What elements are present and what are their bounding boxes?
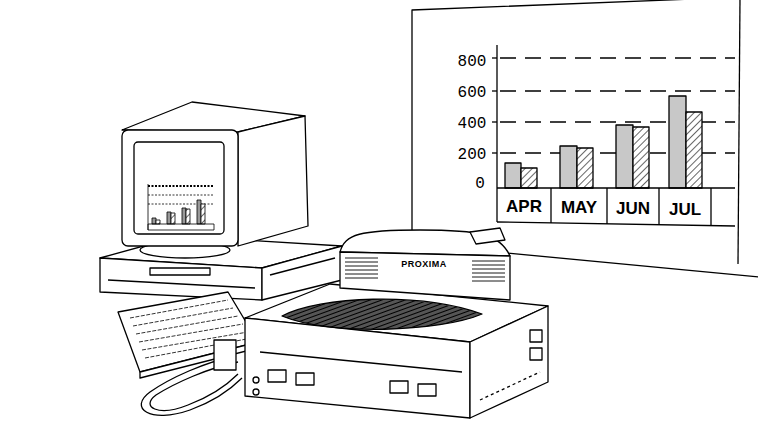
category-label: JUL xyxy=(669,201,701,218)
computer-base-part xyxy=(100,258,262,300)
monitor xyxy=(122,102,308,258)
projector-head-part-part xyxy=(472,281,505,282)
chart-grid-part xyxy=(492,90,497,91)
keyboard-part-part xyxy=(130,300,228,318)
chart-table xyxy=(497,188,735,226)
projector-head-part xyxy=(345,258,505,281)
chart-bars-part xyxy=(616,125,633,188)
projector-part xyxy=(282,299,482,329)
category-label: MAY xyxy=(561,199,597,216)
chart-bars xyxy=(505,96,702,188)
monitor-mini-chart-part xyxy=(148,184,149,230)
projector-part xyxy=(530,330,542,342)
axis-value: 200 xyxy=(458,147,487,163)
chart-grid-part xyxy=(492,152,497,153)
chart-bars-part xyxy=(686,112,702,188)
video-cable xyxy=(141,340,242,415)
category-label: JUN xyxy=(616,200,650,217)
chart-grid-part xyxy=(500,90,735,91)
projector-part xyxy=(253,389,259,395)
monitor-mini-chart-part xyxy=(201,204,205,224)
brand-label: PROXIMA xyxy=(399,260,449,269)
monitor-mini-chart-part xyxy=(156,220,160,224)
projector-head-part-part xyxy=(345,258,378,259)
monitor-mini-chart-part xyxy=(182,208,186,224)
projector-head-part-part xyxy=(472,265,505,266)
monitor-part xyxy=(238,116,308,246)
chart-bars-part xyxy=(505,163,521,188)
illustration-part xyxy=(100,0,758,418)
monitor-mini-chart-part xyxy=(148,185,214,187)
keyboard-part-part xyxy=(139,324,243,342)
chart-table-part xyxy=(497,187,735,189)
chart-table-part xyxy=(550,188,551,223)
projector-head-part-part xyxy=(472,261,505,262)
projector-part xyxy=(418,384,436,396)
chart-bars-part xyxy=(577,148,593,188)
monitor-mini-chart-part xyxy=(152,218,156,224)
axis-value: 800 xyxy=(458,54,487,70)
axis-value: 400 xyxy=(458,116,487,132)
keyboard-part-part xyxy=(133,308,233,326)
chart-bars-part xyxy=(560,146,577,188)
chart-table-part xyxy=(606,188,607,224)
projector-part xyxy=(390,381,408,393)
keyboard-part xyxy=(140,342,258,378)
projector-part xyxy=(260,352,462,372)
chart-grid-part xyxy=(492,57,497,58)
projection-screen-part xyxy=(738,0,740,264)
chart-bars-part xyxy=(633,127,649,188)
chart-table-part xyxy=(658,188,659,225)
projector-head-part xyxy=(340,252,510,300)
chart-grid-part xyxy=(496,45,497,222)
projector-head-part-part xyxy=(472,273,505,274)
chart-grid-part xyxy=(500,57,735,58)
keyboard-part-part xyxy=(136,316,238,334)
monitor-mini-chart xyxy=(148,184,214,230)
projector-part xyxy=(470,306,548,418)
axis-value: 0 xyxy=(475,176,485,192)
projector-part xyxy=(268,370,286,382)
projector-head-part-part xyxy=(345,278,378,279)
chart-grid-part xyxy=(492,121,497,122)
chart-bars-part xyxy=(521,168,537,188)
projector-head xyxy=(340,228,510,300)
projector-head-part xyxy=(470,228,505,244)
computer-base-part xyxy=(108,280,255,288)
chart-bars-part xyxy=(669,96,686,188)
computer-base-part xyxy=(150,268,210,275)
category-label: APR xyxy=(506,198,542,215)
monitor-mini-chart-part xyxy=(197,200,201,224)
computer-base-part xyxy=(270,258,335,275)
projector-part xyxy=(296,373,314,385)
projector xyxy=(245,284,548,418)
projector-part xyxy=(480,372,540,400)
axis-value: 600 xyxy=(458,85,487,101)
monitor-mini-chart-part xyxy=(167,212,171,224)
chart-grid xyxy=(492,45,735,222)
projector-head-part-part xyxy=(472,277,505,278)
projector-head-part-part xyxy=(345,266,378,267)
projector-head-part-part xyxy=(345,274,378,275)
video-cable-part xyxy=(214,340,236,370)
projector-head-part-part xyxy=(472,269,505,270)
chart-table-part xyxy=(497,222,735,226)
monitor-part xyxy=(122,130,238,246)
monitor-part xyxy=(134,142,224,234)
monitor-mini-chart-part xyxy=(148,224,214,230)
projector-head-part-part xyxy=(345,262,378,263)
projector-part xyxy=(530,348,542,360)
monitor-mini-chart-part xyxy=(171,213,175,224)
monitor-mini-chart-part xyxy=(186,209,190,224)
projector-part xyxy=(253,377,259,383)
chart-table-part xyxy=(710,188,711,226)
projector-part xyxy=(245,318,470,418)
monitor-mini-chart-part xyxy=(148,195,214,196)
projector-head-part-part xyxy=(345,270,378,271)
keyboard xyxy=(118,292,258,378)
